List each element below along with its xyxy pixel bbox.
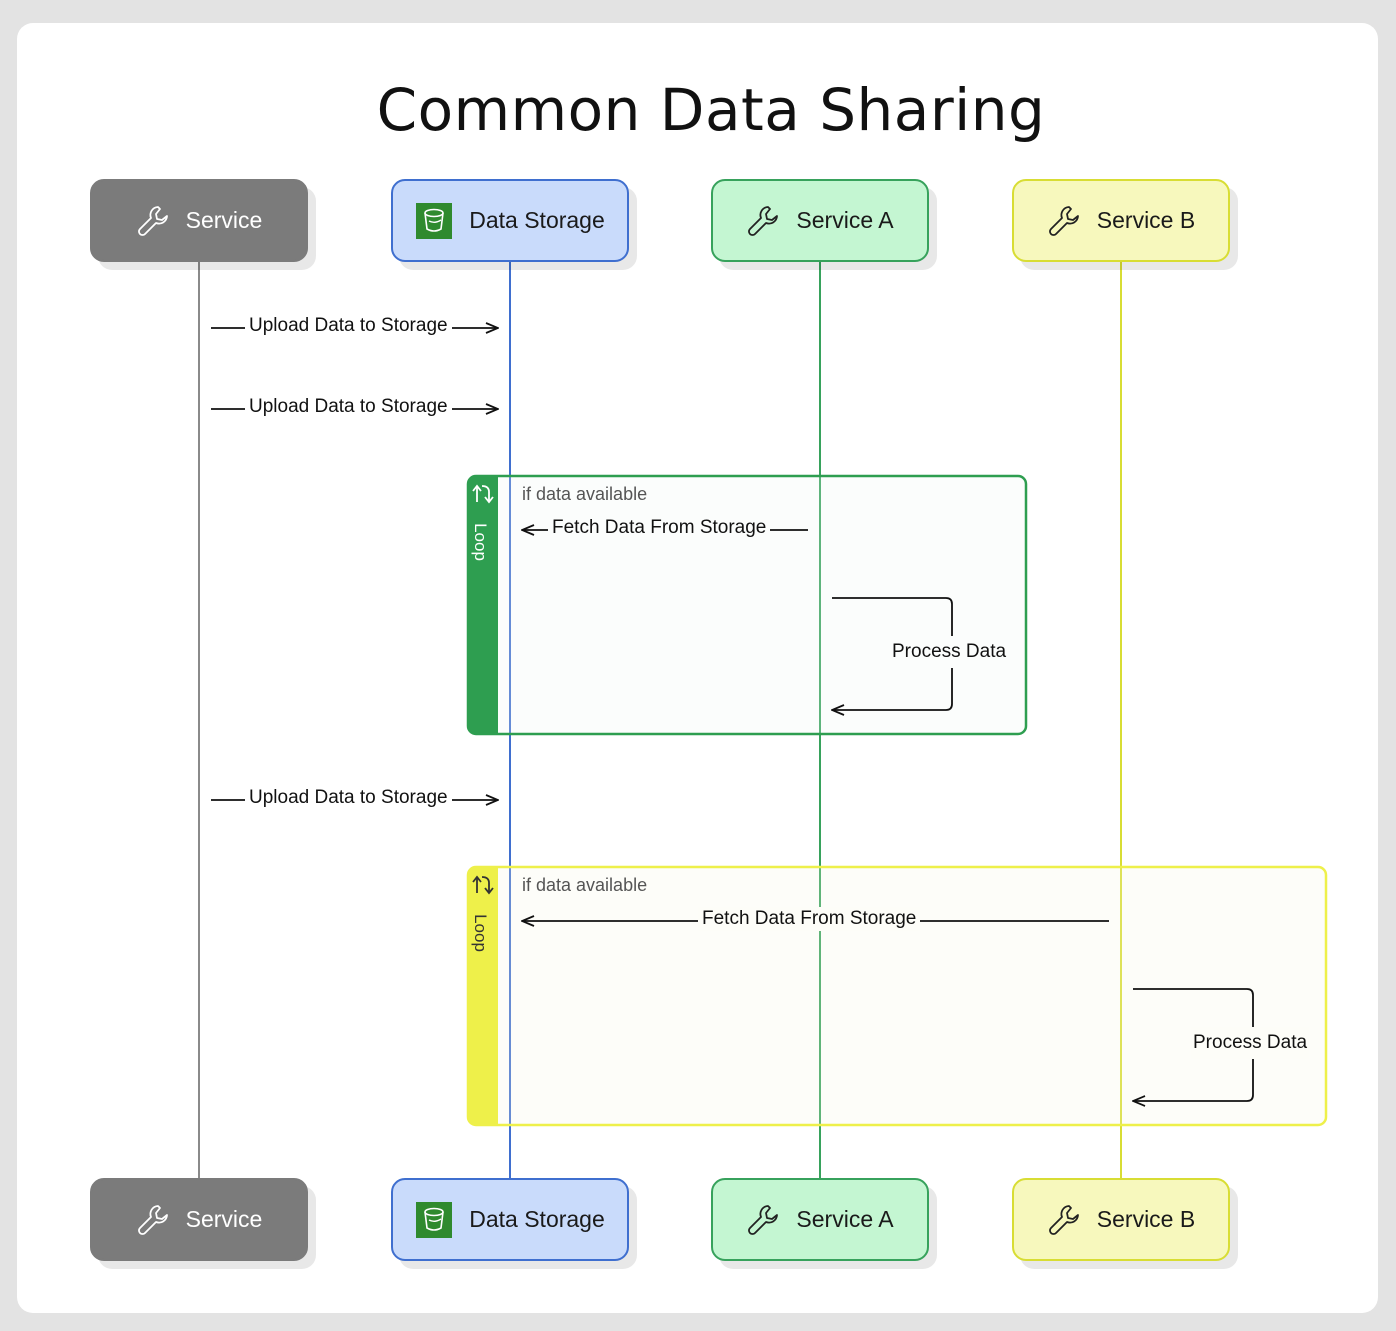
- wrench-icon: [746, 1203, 780, 1237]
- message-label-7: Process Data: [1191, 1027, 1310, 1059]
- participant-data-storage-bottom[interactable]: Data Storage: [391, 1178, 629, 1261]
- participant-label: Service B: [1096, 1206, 1196, 1232]
- participant-service-a-top[interactable]: Service A: [711, 179, 929, 262]
- participant-label: Service: [185, 207, 263, 233]
- participant-label: Data Storage: [469, 207, 605, 233]
- message-label-2: Upload Data to Storage: [245, 395, 452, 419]
- loop-1-tag: Loop: [470, 523, 490, 561]
- wrench-icon: [1047, 1203, 1081, 1237]
- message-label-1: Upload Data to Storage: [245, 314, 452, 338]
- participant-service-bottom[interactable]: Service: [90, 1178, 308, 1261]
- message-label-3: Fetch Data From Storage: [548, 516, 771, 540]
- wrench-icon: [1047, 204, 1081, 238]
- loop-frame-1: [466, 474, 1028, 736]
- loop-1-condition: if data available: [522, 484, 648, 504]
- participant-service-b-top[interactable]: Service B: [1012, 179, 1230, 262]
- participant-label: Service B: [1096, 207, 1196, 233]
- loop-frame-2: [466, 865, 1328, 1127]
- message-label-6: Fetch Data From Storage: [698, 907, 921, 931]
- loop-2-condition: if data available: [522, 875, 648, 895]
- diagram-title: Common Data Sharing: [376, 76, 1046, 144]
- loop-2-repeat-icon: [472, 875, 494, 895]
- participant-service-a-bottom[interactable]: Service A: [711, 1178, 929, 1261]
- bucket-icon: [415, 202, 453, 240]
- wrench-icon: [136, 1203, 170, 1237]
- loop-1-repeat-icon: [472, 484, 494, 504]
- participant-data-storage-top[interactable]: Data Storage: [391, 179, 629, 262]
- participant-label: Service A: [796, 1206, 894, 1232]
- participant-label: Service A: [796, 207, 894, 233]
- participant-label: Service: [185, 1206, 263, 1232]
- wrench-icon: [746, 204, 780, 238]
- wrench-icon: [136, 204, 170, 238]
- bucket-icon: [415, 1201, 453, 1239]
- message-label-5: Upload Data to Storage: [245, 786, 452, 810]
- participant-service-top[interactable]: Service: [90, 179, 308, 262]
- loop-2-tag: Loop: [470, 914, 490, 952]
- message-label-4: Process Data: [890, 636, 1009, 668]
- participant-label: Data Storage: [469, 1206, 605, 1232]
- participant-service-b-bottom[interactable]: Service B: [1012, 1178, 1230, 1261]
